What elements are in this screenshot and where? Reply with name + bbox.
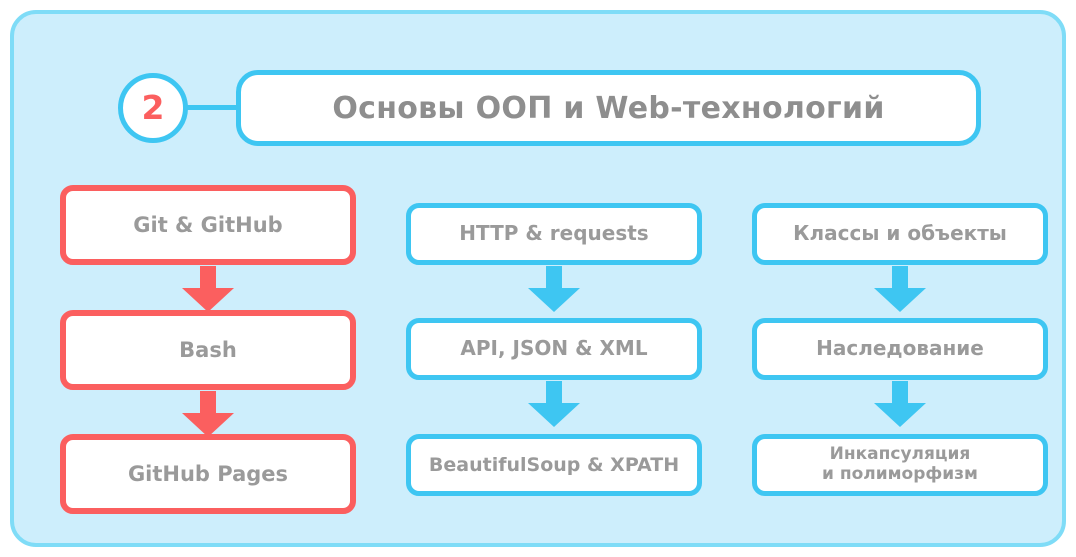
node-api-json-xml: API, JSON & XML <box>406 318 702 380</box>
chapter-badge: 2 <box>118 73 188 143</box>
arrow-head <box>182 288 234 312</box>
arrow-head <box>874 403 926 427</box>
node-encapsulation-polymorphism: Инкапсуляция и полиморфизм <box>752 434 1048 496</box>
node-label: GitHub Pages <box>127 461 289 486</box>
node-label: Инкапсуляция и полиморфизм <box>822 444 978 484</box>
down-arrow-icon <box>528 266 580 312</box>
down-arrow-icon <box>528 381 580 427</box>
down-arrow-icon <box>182 266 234 312</box>
node-inheritance: Наследование <box>752 318 1048 380</box>
node-label: HTTP & requests <box>459 221 649 246</box>
arrow-stem <box>546 381 562 405</box>
node-github-pages: GitHub Pages <box>60 434 356 514</box>
outer-frame: 2 Основы ООП и Web-технологий Git & GitH… <box>10 10 1066 547</box>
node-label: Git & GitHub <box>133 212 283 237</box>
page-title: Основы ООП и Web-технологий <box>332 90 885 126</box>
arrow-head <box>182 413 234 437</box>
node-label: API, JSON & XML <box>460 336 648 361</box>
arrow-head <box>874 288 926 312</box>
arrow-stem <box>200 266 216 290</box>
node-git-github: Git & GitHub <box>60 185 356 265</box>
badge-title-connector <box>186 105 242 110</box>
title-box: Основы ООП и Web-технологий <box>236 70 981 146</box>
node-label: Bash <box>179 337 237 362</box>
arrow-head <box>528 288 580 312</box>
down-arrow-icon <box>182 391 234 437</box>
node-label: Классы и объекты <box>793 221 1007 246</box>
node-beautifulsoup-xpath: BeautifulSoup & XPATH <box>406 434 702 496</box>
chapter-number: 2 <box>141 87 165 127</box>
arrow-head <box>528 403 580 427</box>
arrow-stem <box>892 381 908 405</box>
down-arrow-icon <box>874 381 926 427</box>
node-label: BeautifulSoup & XPATH <box>428 453 680 476</box>
arrow-stem <box>892 266 908 290</box>
node-http-requests: HTTP & requests <box>406 203 702 265</box>
down-arrow-icon <box>874 266 926 312</box>
node-bash: Bash <box>60 310 356 390</box>
node-label: Наследование <box>816 336 984 361</box>
node-classes-objects: Классы и объекты <box>752 203 1048 265</box>
arrow-stem <box>546 266 562 290</box>
arrow-stem <box>200 391 216 415</box>
